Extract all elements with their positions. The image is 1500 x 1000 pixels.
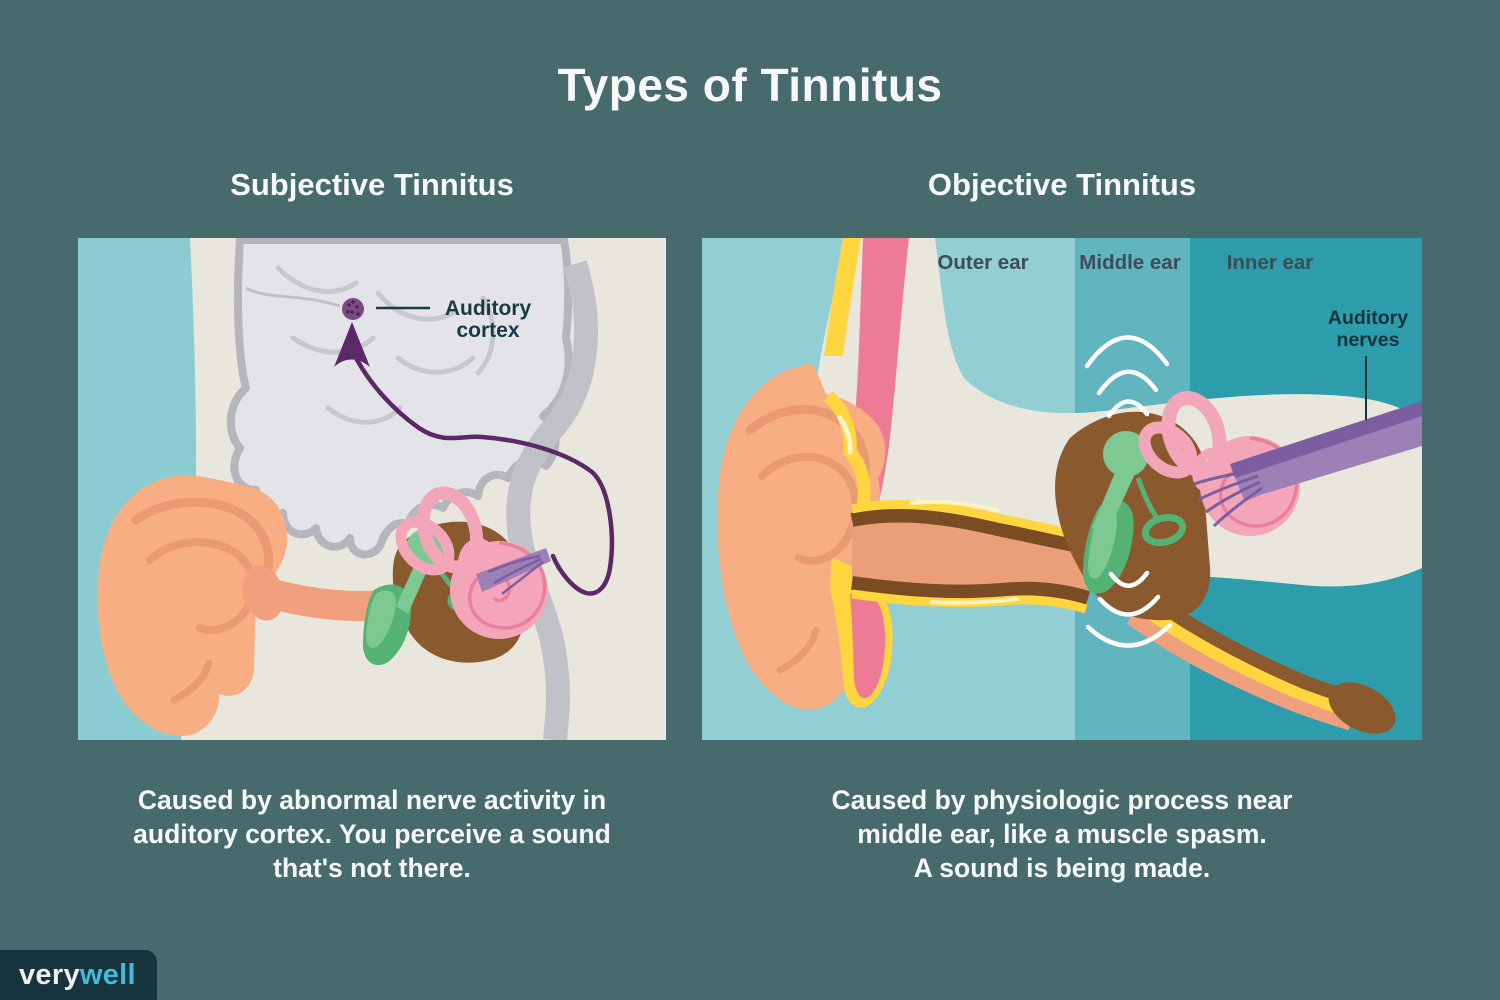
caption-line: middle ear, like a muscle spasm. (857, 819, 1267, 849)
stapes-ring (1141, 513, 1187, 547)
cochlea-spiral (468, 541, 547, 630)
outer-ear-left (97, 475, 498, 737)
objective-tinnitus-header: Objective Tinnitus (927, 167, 1197, 202)
nerve-signal-arrow (334, 298, 615, 596)
cartilage-highlight-1 (837, 415, 853, 455)
inner-ear-zone-label: Inner ear (1227, 251, 1314, 274)
malleus-head (1103, 431, 1149, 477)
nerve-strands (1193, 468, 1263, 528)
caption-line: that's not there. (273, 853, 471, 883)
outer-ear-zone-label: Outer ear (937, 251, 1028, 274)
auditory-nerves-label-line1: Auditory (1328, 307, 1408, 329)
logo-text-well: well (79, 958, 136, 991)
auditory-nerve (476, 548, 551, 592)
sound-wave-arcs-upper (1084, 335, 1170, 419)
arrow-shaft (351, 351, 615, 596)
subjective-tinnitus-illustration: Auditory cortex (78, 238, 666, 740)
logo-text-very: very (19, 958, 80, 991)
auditory-nerves-label-line2: nerves (1337, 329, 1400, 351)
ear-canal-group (850, 499, 1093, 614)
tube-opening (1328, 682, 1396, 734)
arrow-head-icon (334, 322, 370, 367)
brain-folds (275, 265, 496, 425)
caption-line: Caused by abnormal nerve activity in (137, 785, 607, 815)
brain-fissure-line (245, 286, 341, 308)
auditory-cortex-label-line2: cortex (456, 319, 519, 342)
page-title: Types of Tinnitus (557, 59, 943, 111)
eustachian-tube (1126, 588, 1396, 734)
cortex-dot-speckles (346, 300, 360, 316)
objective-tinnitus-panel: Outer ear Middle ear Inner ear Auditory … (702, 238, 1422, 740)
lining-highlight-top (910, 500, 999, 512)
subjective-caption: Caused by abnormal nerve activity in aud… (78, 783, 666, 885)
cartilage-strip-top (824, 238, 861, 356)
canal-wall-top (850, 508, 1092, 555)
middle-inner-ear-left (363, 486, 551, 666)
skull-band (506, 260, 598, 740)
malleus-handle (1092, 470, 1134, 536)
lining-highlight-bottom (930, 597, 1019, 605)
middle-ear-zone-label: Middle ear (1079, 251, 1180, 274)
canal-lining-top (851, 499, 1093, 543)
auditory-cortex-annotation: Auditory cortex (376, 297, 531, 342)
eardrum-highlight (366, 590, 396, 648)
auditory-nerve-band-dark (1230, 401, 1422, 478)
middle-inner-ear-right (1055, 391, 1422, 621)
objective-tinnitus-illustration: Outer ear Middle ear Inner ear Auditory … (702, 238, 1422, 740)
subjective-tinnitus-panel: Auditory cortex (78, 238, 666, 740)
caption-line: A sound is being made. (913, 853, 1211, 883)
caption-line: auditory cortex. You perceive a sound (133, 819, 611, 849)
nerve-strands (487, 554, 544, 595)
canal-wall-bottom (851, 576, 1091, 605)
subjective-tinnitus-header: Subjective Tinnitus (230, 167, 514, 202)
sound-wave-arcs-lower (1085, 570, 1173, 648)
auditory-cortex-label-line1: Auditory (445, 297, 532, 320)
auditory-nerves-annotation: Auditory nerves (1328, 307, 1408, 420)
caption-line: Caused by physiologic process near (831, 785, 1293, 815)
brain-illustration (226, 238, 573, 559)
objective-caption: Caused by physiologic process near middl… (702, 783, 1422, 885)
tragus (850, 583, 886, 698)
malleus-handle (396, 562, 430, 614)
pinna (97, 475, 288, 737)
